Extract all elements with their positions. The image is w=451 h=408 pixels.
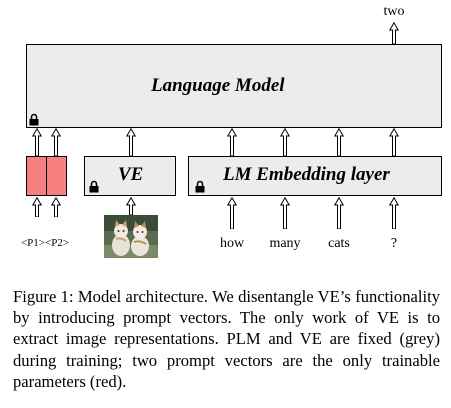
cats-input-arrow-icon — [334, 197, 344, 229]
figure-caption: Figure 1: Model architecture. We disenta… — [13, 287, 440, 391]
image-input-arrow-icon — [126, 197, 136, 215]
architecture-diagram: two Language Model VE LM Embedding laye — [20, 4, 442, 258]
how-to-lm-arrow-icon — [227, 128, 237, 156]
prompt-vector-2 — [46, 156, 67, 196]
prompt1-to-lm-arrow-icon — [32, 128, 42, 156]
embedding-layer-box — [188, 156, 442, 196]
language-model-box — [26, 44, 442, 128]
embedding-lock-icon — [195, 180, 205, 193]
output-up-arrow-icon — [389, 22, 399, 44]
prompt-vector-1 — [26, 156, 47, 196]
lm-lock-icon — [29, 113, 39, 126]
p1-input-arrow-icon — [32, 197, 42, 217]
question-word-question-mark: ? — [390, 236, 398, 251]
language-model-label: Language Model — [151, 75, 285, 96]
question-word-how: how — [219, 236, 245, 251]
ve-to-lm-arrow-icon — [126, 128, 136, 156]
cats-to-lm-arrow-icon — [334, 128, 344, 156]
question-input-arrow-icon — [389, 197, 399, 229]
embedding-layer-label: LM Embedding layer — [223, 164, 390, 185]
question-word-cats: cats — [328, 236, 350, 251]
p2-input-arrow-icon — [51, 197, 61, 217]
question-word-many: many — [269, 236, 301, 251]
how-input-arrow-icon — [227, 197, 237, 229]
question-to-lm-arrow-icon — [389, 128, 399, 156]
many-to-lm-arrow-icon — [280, 128, 290, 156]
many-input-arrow-icon — [280, 197, 290, 229]
ve-box — [84, 156, 176, 196]
output-token: two — [383, 4, 405, 19]
ve-lock-icon — [89, 180, 99, 193]
cats-image — [104, 215, 158, 258]
prompt2-to-lm-arrow-icon — [51, 128, 61, 156]
ve-label: VE — [118, 164, 144, 185]
prompt-tokens-label: <P1><P2> — [20, 237, 70, 249]
